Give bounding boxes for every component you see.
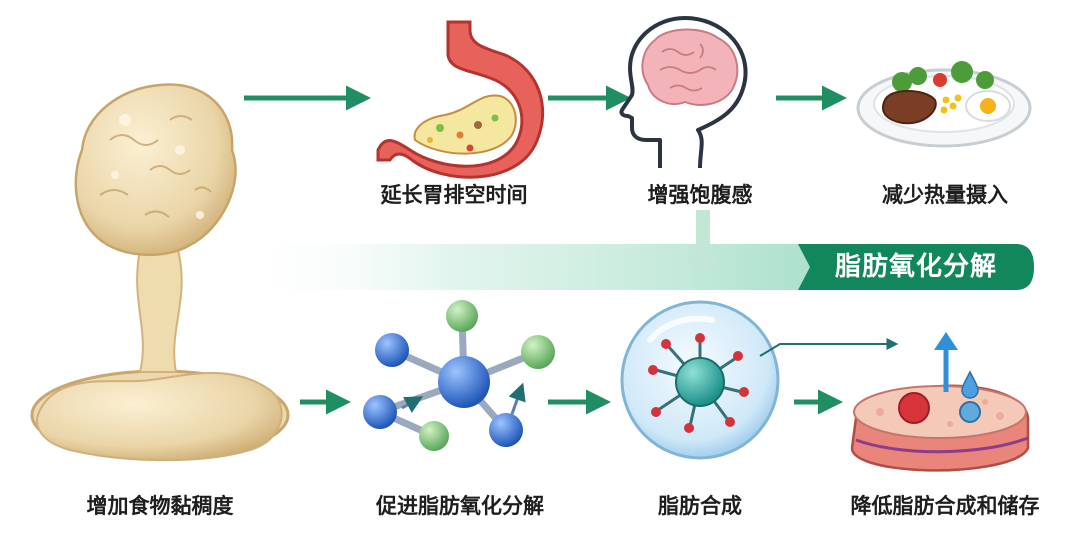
- banner-label: 脂肪氧化分解: [834, 252, 997, 282]
- brain-head-icon: [619, 16, 748, 169]
- oxidation-banner: [798, 244, 1034, 290]
- label-satiety: 增强饱腹感: [647, 183, 753, 207]
- oxidation-band: [238, 244, 834, 290]
- viscous-food-blob: [30, 83, 290, 462]
- cell-to-tissue-pointer: [759, 338, 899, 357]
- meal-plate-icon: [856, 61, 1032, 148]
- brain-down-arrow: [684, 254, 722, 280]
- fat-tissue-icon: [850, 332, 1030, 472]
- label-gastric-emptying: 延长胃排空时间: [380, 183, 528, 207]
- stomach-icon: [376, 20, 545, 179]
- label-fat-oxidation: 促进脂肪氧化分解: [376, 494, 544, 518]
- label-fat-synthesis: 脂肪合成: [658, 494, 742, 518]
- fat-cell-icon: [620, 300, 780, 460]
- label-calorie-intake: 减少热量摄入: [882, 183, 1008, 207]
- label-reduce-fat: 降低脂肪合成和储存: [850, 494, 1040, 518]
- label-viscosity: 增加食物黏稠度: [86, 494, 234, 518]
- molecule-icon: [363, 300, 555, 451]
